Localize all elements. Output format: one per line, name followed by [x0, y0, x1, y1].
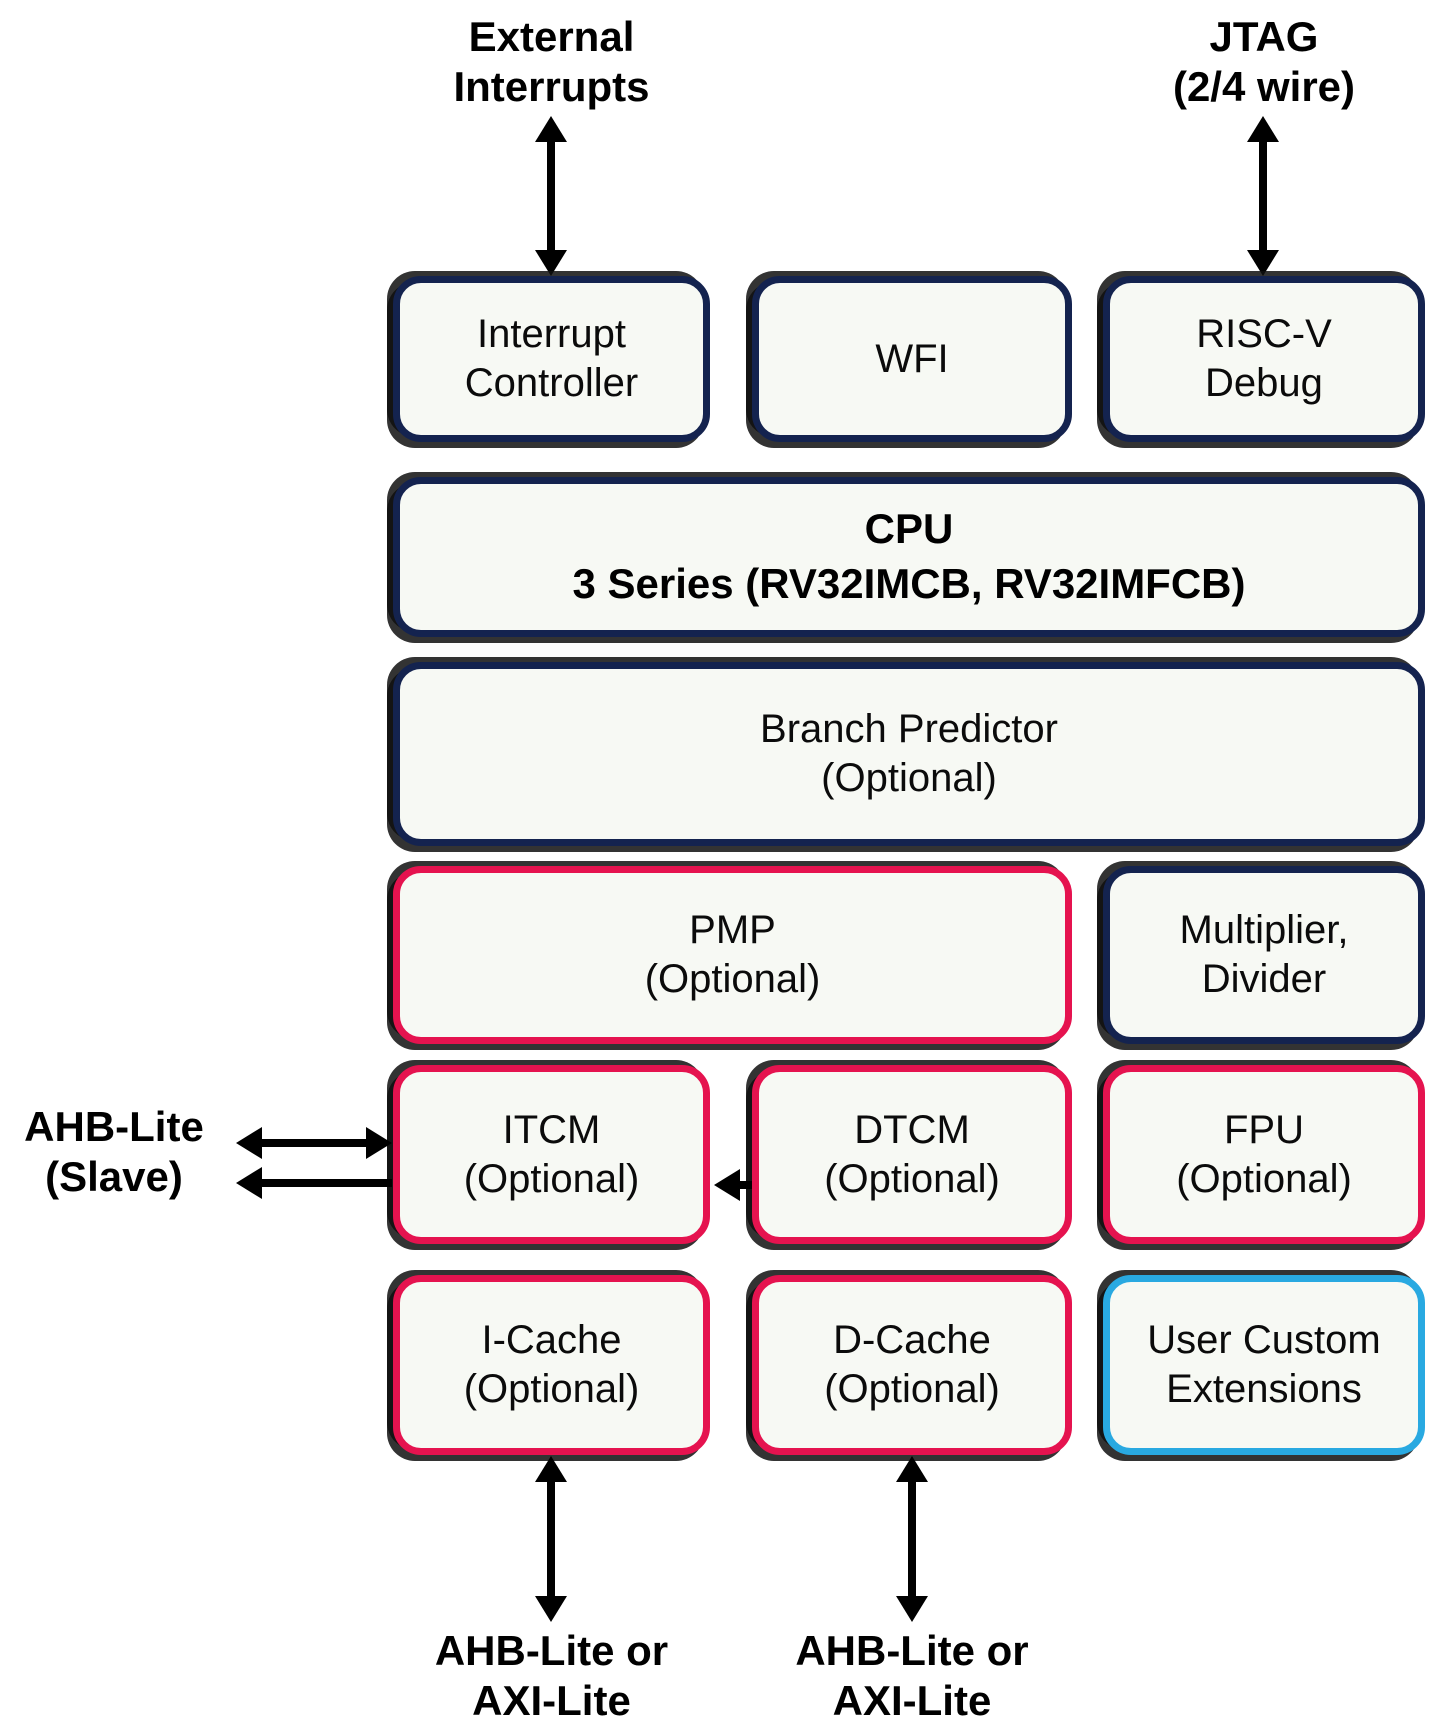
- branch-predictor-label: Branch Predictor (Optional): [760, 707, 1058, 800]
- arrow-head-up-icon: [535, 116, 567, 142]
- wfi-label: WFI: [875, 336, 949, 381]
- riscv-debug-box: RISC-V Debug: [1103, 276, 1425, 442]
- arrow-head-left-icon: [714, 1169, 740, 1201]
- itcm-box: ITCM (Optional): [393, 1065, 710, 1244]
- icache-box: I-Cache (Optional): [393, 1275, 710, 1455]
- fpu-label: FPU (Optional): [1176, 1107, 1352, 1201]
- arrow-head-up-icon: [1247, 116, 1279, 142]
- arrow-line: [258, 1179, 392, 1187]
- arrow-head-left-icon: [236, 1127, 262, 1159]
- user-custom-extensions-label: User Custom Extensions: [1147, 1318, 1381, 1411]
- arrow-head-down-icon: [535, 1596, 567, 1622]
- arrow-head-up-icon: [535, 1456, 567, 1482]
- pmp-label: PMP (Optional): [644, 908, 821, 1001]
- riscv-debug-label: RISC-V Debug: [1196, 312, 1332, 405]
- branch-predictor-box: Branch Predictor (Optional): [393, 662, 1425, 846]
- interrupt-controller-label: Interrupt Controller: [464, 312, 639, 405]
- arrow-head-down-icon: [1247, 250, 1279, 276]
- user-custom-extensions-box: User Custom Extensions: [1103, 1275, 1425, 1455]
- arrow-head-up-icon: [896, 1456, 928, 1482]
- dcache-box: D-Cache (Optional): [752, 1275, 1072, 1455]
- itcm-label: ITCM (Optional): [463, 1107, 640, 1201]
- cpu-title: CPU: [864, 505, 954, 553]
- multiplier-divider-box: Multiplier, Divider: [1103, 866, 1425, 1044]
- arrow-line: [1259, 138, 1267, 256]
- external-interrupts-label: External Interrupts: [453, 13, 650, 110]
- fpu-box: FPU (Optional): [1103, 1065, 1425, 1244]
- dtcm-label: DTCM (Optional): [824, 1107, 1000, 1201]
- arrow-line: [258, 1139, 370, 1147]
- interrupt-controller-box: Interrupt Controller: [393, 276, 710, 442]
- arrow-line: [908, 1478, 916, 1600]
- pmp-box: PMP (Optional): [393, 866, 1072, 1044]
- arrow-head-down-icon: [535, 250, 567, 276]
- arrow-head-right-icon: [366, 1127, 392, 1159]
- arrow-line: [736, 1181, 752, 1189]
- multiplier-divider-label: Multiplier, Divider: [1179, 908, 1349, 1001]
- cpu-subtitle: 3 Series (RV32IMCB, RV32IMFCB): [572, 560, 1246, 607]
- dtcm-box: DTCM (Optional): [752, 1065, 1072, 1244]
- arrow-line: [547, 1478, 555, 1600]
- cpu-box: CPU 3 Series (RV32IMCB, RV32IMFCB): [393, 477, 1425, 637]
- dcache-label: D-Cache (Optional): [824, 1318, 1000, 1411]
- icache-label: I-Cache (Optional): [463, 1318, 640, 1411]
- arrow-line: [547, 138, 555, 256]
- wfi-box: WFI: [752, 276, 1072, 442]
- ahb-lite-slave-label: AHB-Lite (Slave): [24, 1103, 204, 1200]
- icache-bus-label: AHB-Lite or AXI-Lite: [434, 1627, 669, 1724]
- arrow-head-left-icon: [236, 1167, 262, 1199]
- jtag-label: JTAG (2/4 wire): [1172, 13, 1356, 110]
- dcache-bus-label: AHB-Lite or AXI-Lite: [795, 1627, 1029, 1724]
- arrow-head-down-icon: [896, 1596, 928, 1622]
